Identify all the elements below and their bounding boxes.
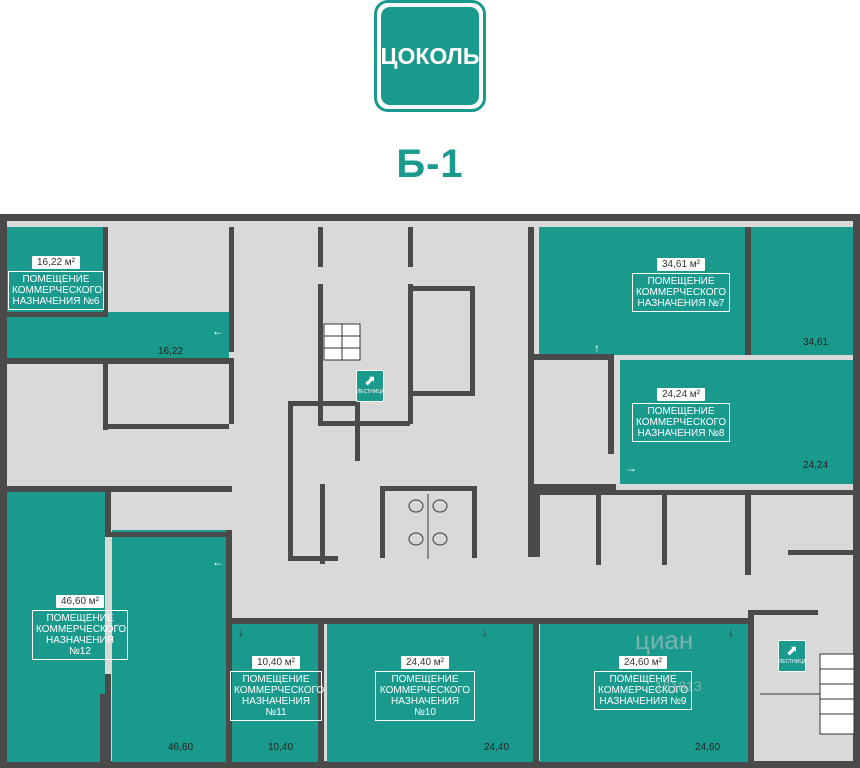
watermark-code: 161813: [655, 678, 702, 694]
floor-badge: ЦОКОЛЬ: [374, 0, 486, 112]
room-6-name: ПОМЕЩЕНИЕ КОММЕРЧЕСКОГО НАЗНАЧЕНИЯ №6: [8, 271, 104, 310]
room-7-area: [539, 227, 853, 355]
room-8-label: 24,24 м² ПОМЕЩЕНИЕ КОММЕРЧЕСКОГО НАЗНАЧЕ…: [632, 388, 730, 442]
room-7-area-badge: 34,61 м²: [656, 258, 705, 271]
room-7-name: ПОМЕЩЕНИЕ КОММЕРЧЕСКОГО НАЗНАЧЕНИЯ №7: [632, 273, 730, 312]
room-12-name: ПОМЕЩЕНИЕ КОММЕРЧЕСКОГО НАЗНАЧЕНИЯ №12: [32, 610, 128, 660]
room-8-area: [620, 360, 853, 484]
internal-walls: [0, 227, 854, 764]
room-8-line1: ПОМЕЩЕНИЕ: [647, 406, 715, 417]
entrance-arrow-room-10: ↓: [482, 625, 488, 639]
stairs-sign-top: ⬈ ЛЕСТНИЦА: [356, 370, 384, 402]
room-11-area: [232, 624, 320, 762]
entrance-arrow-room-12: ←: [212, 555, 224, 569]
room-8-line2: КОММЕРЧЕСКОГО: [636, 417, 727, 428]
room-6-line3: НАЗНАЧЕНИЯ №6: [12, 296, 100, 307]
room-9-corner: 24,60: [695, 742, 721, 753]
room-11-label: 10,40 м² ПОМЕЩЕНИЕ КОММЕРЧЕСКОГО НАЗНАЧЕ…: [230, 656, 325, 721]
entrance-arrow-room-6: ←: [212, 324, 224, 338]
restroom-fixtures: [408, 494, 448, 559]
room-12-line3: НАЗНАЧЕНИЯ №12: [46, 635, 114, 657]
entrance-arrow-room-9: ↓: [728, 625, 734, 639]
room-7-corner: 34,61: [803, 337, 829, 348]
room-9-area-badge: 24,60 м²: [618, 656, 667, 669]
section-title: Б-1: [396, 142, 464, 186]
room-11-area-badge: 10,40 м²: [251, 656, 300, 669]
stairs-top: [323, 323, 361, 361]
room-12-area-right: [112, 530, 226, 762]
room-11-line2: КОММЕРЧЕСКОГО: [234, 685, 325, 696]
stairs-icon: ⬈: [786, 642, 798, 658]
stairs-sign-bottom-label: ЛЕСТНИЦА: [779, 659, 807, 665]
room-6-area-badge: 16,22 м²: [31, 256, 80, 269]
room-10-area: [327, 624, 533, 762]
room-6-corner: 16,22: [158, 346, 184, 357]
room-10-line1: ПОМЕЩЕНИЕ: [391, 674, 459, 685]
room-11-corner: 10,40: [268, 742, 294, 753]
room-8-corner: 24,24: [803, 460, 829, 471]
room-7-line3: НАЗНАЧЕНИЯ №7: [637, 298, 725, 309]
room-8-name: ПОМЕЩЕНИЕ КОММЕРЧЕСКОГО НАЗНАЧЕНИЯ №8: [632, 403, 730, 442]
room-10-label: 24,40 м² ПОМЕЩЕНИЕ КОММЕРЧЕСКОГО НАЗНАЧЕ…: [375, 656, 475, 721]
room-12-corner: 46,60: [168, 742, 194, 753]
room-9-label: 24,60 м² ПОМЕЩЕНИЕ КОММЕРЧЕСКОГО НАЗНАЧЕ…: [594, 656, 692, 710]
room-9-area: [540, 624, 748, 762]
room-11-line3: НАЗНАЧЕНИЯ №11: [242, 696, 310, 718]
room-10-line3: НАЗНАЧЕНИЯ №10: [391, 696, 459, 718]
watermark-brand: циан: [635, 625, 694, 655]
floor-plan: [0, 214, 860, 768]
entrance-arrow-room-11: ↓: [238, 625, 244, 639]
room-6-line1: ПОМЕЩЕНИЕ: [22, 274, 90, 285]
room-8-line3: НАЗНАЧЕНИЯ №8: [637, 428, 725, 439]
room-9-line2: КОММЕРЧЕСКОГО: [598, 685, 689, 696]
room-6-label: 16,22 м² ПОМЕЩЕНИЕ КОММЕРЧЕСКОГО НАЗНАЧЕ…: [8, 256, 104, 310]
room-11-line1: ПОМЕЩЕНИЕ: [242, 674, 310, 685]
room-7-line2: КОММЕРЧЕСКОГО: [636, 287, 727, 298]
room-12-area: [7, 492, 105, 762]
stairs-icon: ⬈: [364, 372, 376, 388]
room-6-area-lower: [7, 312, 229, 358]
room-10-corner: 24,40: [484, 742, 510, 753]
room-9-line3: НАЗНАЧЕНИЯ №9: [599, 696, 687, 707]
room-12-line1: ПОМЕЩЕНИЕ: [46, 613, 114, 624]
room-6-line2: КОММЕРЧЕСКОГО: [12, 285, 103, 296]
entrance-arrow-room-7: ↑: [594, 341, 600, 355]
room-9-line1: ПОМЕЩЕНИЕ: [609, 674, 677, 685]
room-9-name: ПОМЕЩЕНИЕ КОММЕРЧЕСКОГО НАЗНАЧЕНИЯ №9: [594, 671, 692, 710]
entrance-arrow-room-8: →: [625, 461, 637, 475]
room-10-name: ПОМЕЩЕНИЕ КОММЕРЧЕСКОГО НАЗНАЧЕНИЯ №10: [375, 671, 475, 721]
room-6-area: [7, 227, 103, 312]
stairs-bottom: [760, 653, 855, 735]
stairs-sign-top-label: ЛЕСТНИЦА: [357, 389, 385, 395]
stairs-sign-bottom: ⬈ ЛЕСТНИЦА: [778, 640, 806, 672]
room-8-area-badge: 24,24 м²: [656, 388, 705, 401]
room-11-name: ПОМЕЩЕНИЕ КОММЕРЧЕСКОГО НАЗНАЧЕНИЯ №11: [230, 671, 325, 721]
room-12-label: 46,60 м² ПОМЕЩЕНИЕ КОММЕРЧЕСКОГО НАЗНАЧЕ…: [32, 595, 128, 660]
room-10-area-badge: 24,40 м²: [400, 656, 449, 669]
room-7-line1: ПОМЕЩЕНИЕ: [647, 276, 715, 287]
floor-badge-label: ЦОКОЛЬ: [381, 7, 479, 105]
room-12-line2: КОММЕРЧЕСКОГО: [36, 624, 127, 635]
room-12-area-badge: 46,60 м²: [55, 595, 104, 608]
room-7-label: 34,61 м² ПОМЕЩЕНИЕ КОММЕРЧЕСКОГО НАЗНАЧЕ…: [632, 258, 730, 312]
room-10-line2: КОММЕРЧЕСКОГО: [379, 685, 471, 696]
